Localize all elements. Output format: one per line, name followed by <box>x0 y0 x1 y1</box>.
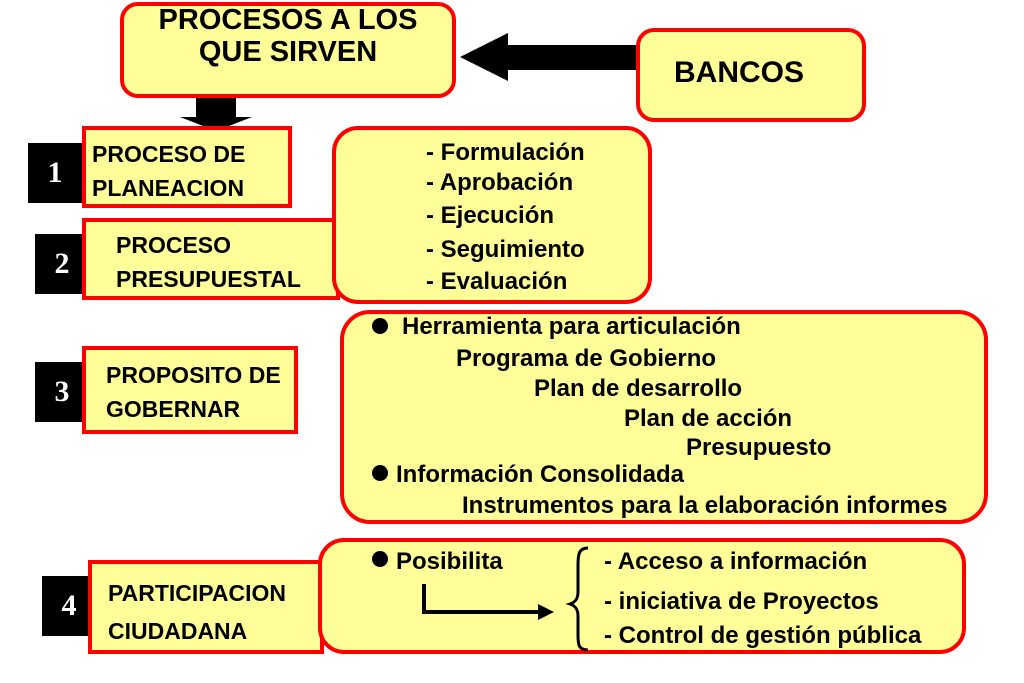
articulation-step: Presupuesto <box>686 434 832 461</box>
articulation-step: Programa de Gobierno <box>456 345 717 372</box>
participation-option: - Control de gestión pública <box>604 622 922 649</box>
process-box-4 <box>88 560 324 654</box>
articulation-instruments: Instrumentos para la elaboración informe… <box>462 492 948 519</box>
process-box-3 <box>82 346 298 434</box>
articulation-step: Plan de desarrollo <box>534 375 743 402</box>
arrow-left-icon <box>460 33 640 81</box>
process-label-2a: PROCESO <box>116 232 232 258</box>
phase-item: - Seguimiento <box>426 236 585 263</box>
phase-item: - Ejecución <box>426 202 555 229</box>
bullet-icon <box>372 465 388 481</box>
bancos-label: BANCOS <box>674 56 805 89</box>
participation-option: - Acceso a información <box>604 548 868 575</box>
header-box <box>120 2 456 98</box>
bancos-box <box>636 28 866 122</box>
articulation-step: Plan de acción <box>624 405 793 432</box>
elbow-arrow-icon <box>422 584 540 614</box>
process-label-1b: PLANEACION <box>92 175 245 201</box>
participation-option: - iniciativa de Proyectos <box>604 588 879 615</box>
bullet-icon <box>372 318 388 334</box>
process-number-1: 1 <box>28 143 82 203</box>
articulation-box <box>340 310 988 524</box>
curly-brace-icon <box>565 546 589 652</box>
process-label-3b: GOBERNAR <box>106 396 241 422</box>
process-number-4: 4 <box>42 576 96 636</box>
process-label-1a: PROCESO DE <box>92 141 246 167</box>
phases-box <box>332 126 652 304</box>
process-number-3: 3 <box>35 362 89 422</box>
phase-item: - Formulación <box>426 139 585 166</box>
participation-lead: Posibilita <box>396 548 503 575</box>
process-label-4b: CIUDADANA <box>108 618 248 644</box>
articulation-title: Herramienta para articulación <box>402 313 741 340</box>
articulation-info: Información Consolidada <box>396 461 685 488</box>
phase-item: - Aprobación <box>426 169 574 196</box>
phase-item: - Evaluación <box>426 268 568 295</box>
elbow-arrow-icon <box>538 604 554 620</box>
arrow-down-icon <box>180 96 252 131</box>
bullet-icon <box>372 551 388 567</box>
header-title-line2: QUE SIRVEN <box>198 36 378 68</box>
process-label-3a: PROPOSITO DE <box>106 362 281 388</box>
process-box-1 <box>82 126 292 208</box>
process-number-2: 2 <box>35 234 89 294</box>
header-title-line1: PROCESOS A LOS <box>158 4 418 36</box>
process-label-2b: PRESUPUESTAL <box>116 266 301 292</box>
process-label-4a: PARTICIPACION <box>108 580 287 606</box>
